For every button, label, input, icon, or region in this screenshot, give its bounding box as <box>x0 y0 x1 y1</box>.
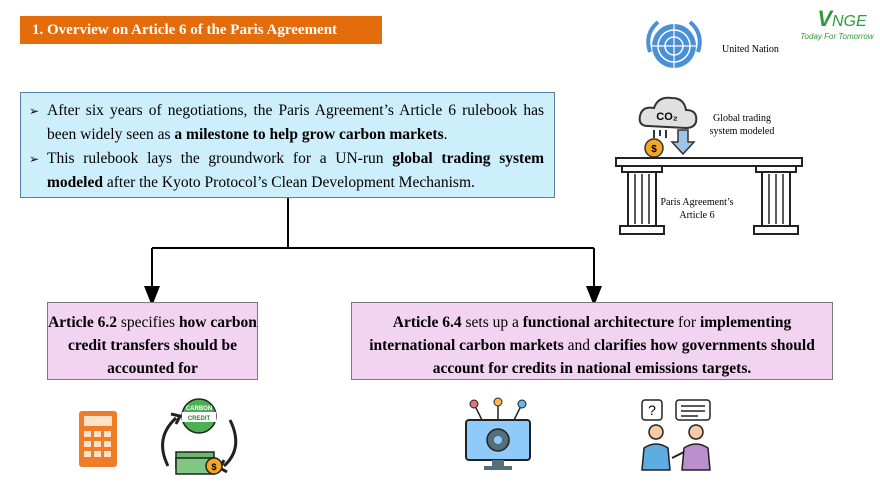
svg-text:CREDIT: CREDIT <box>188 416 211 422</box>
pillar-label: Paris Agreement’s Article 6 <box>660 197 734 221</box>
arrow-bullet-icon: ➢ <box>29 104 40 118</box>
page-title: 1. Overview on Article 6 of the Paris Ag… <box>20 16 382 44</box>
calculator-icon <box>79 411 117 467</box>
summary-bullet: ➢ After six years of negotiations, the P… <box>29 99 544 147</box>
un-emblem-icon <box>646 20 702 68</box>
article-6-2-box: Article 6.2 specifies how carbon credit … <box>47 302 258 380</box>
discussion-people-icon: ? <box>641 399 711 471</box>
carbon-credit-exchange-icon: CARBON CREDIT $ <box>161 398 238 475</box>
co2-cloud-icon: CO₂ $ <box>638 96 698 158</box>
monitor-gear-icon <box>465 397 531 470</box>
brand-logo: VNGE Today For Tomorrow <box>800 6 876 41</box>
arrow-bullet-icon: ➢ <box>29 152 40 166</box>
svg-text:$: $ <box>651 144 657 155</box>
trading-system-label: Global trading system modeled <box>709 113 775 137</box>
logo-mark: VNGE <box>817 6 867 31</box>
summary-box: ➢ After six years of negotiations, the P… <box>20 92 555 198</box>
pillars-icon <box>615 157 803 235</box>
svg-text:?: ? <box>648 402 656 418</box>
article-6-4-box: Article 6.4 sets up a functional archite… <box>351 302 833 380</box>
svg-text:CARBON: CARBON <box>186 406 212 412</box>
un-label: United Nation <box>722 44 779 55</box>
summary-bullet: ➢ This rulebook lays the groundwork for … <box>29 147 544 195</box>
svg-text:$: $ <box>211 462 216 472</box>
logo-tagline: Today For Tomorrow <box>800 32 874 41</box>
svg-text:CO₂: CO₂ <box>656 111 678 123</box>
